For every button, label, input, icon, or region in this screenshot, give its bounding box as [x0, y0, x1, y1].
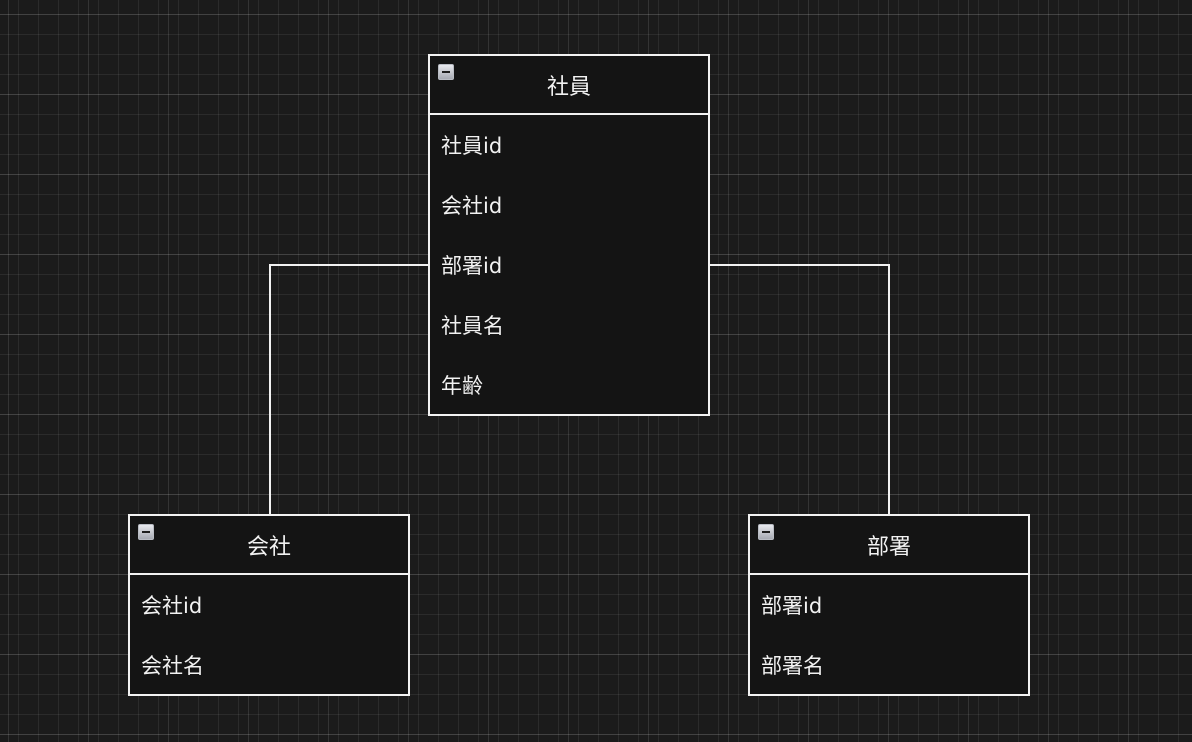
entity-company[interactable]: 会社 会社id 会社名 — [128, 514, 410, 696]
field-row-company-id[interactable]: 会社id — [441, 194, 503, 218]
entity-department[interactable]: 部署 部署id 部署名 — [748, 514, 1030, 696]
field-row-department-id[interactable]: 部署id — [761, 594, 823, 618]
entity-title: 社員 — [546, 74, 591, 100]
entity-employee[interactable]: 社員 社員id 会社id 部署id 社員名 年齢 — [428, 54, 710, 416]
minus-box-icon[interactable] — [438, 64, 454, 80]
field-list: 部署id 部署名 — [750, 575, 1028, 695]
minus-box-icon[interactable] — [758, 524, 774, 540]
field-list: 社員id 会社id 部署id 社員名 年齢 — [430, 115, 708, 415]
field-list: 会社id 会社名 — [130, 575, 408, 695]
field-row-department-name[interactable]: 部署名 — [761, 654, 824, 678]
relation-line-employee-department[interactable] — [710, 264, 890, 514]
entity-header[interactable]: 部署 — [750, 516, 1028, 575]
field-row-department-id[interactable]: 部署id — [441, 254, 503, 278]
field-row-company-name[interactable]: 会社名 — [141, 654, 204, 678]
minus-box-icon[interactable] — [138, 524, 154, 540]
field-row-company-id[interactable]: 会社id — [141, 594, 203, 618]
entity-title: 部署 — [866, 534, 911, 560]
entity-header[interactable]: 会社 — [130, 516, 408, 575]
field-row-employee-id[interactable]: 社員id — [441, 134, 503, 158]
entity-header[interactable]: 社員 — [430, 56, 708, 115]
field-row-employee-name[interactable]: 社員名 — [441, 314, 504, 338]
field-row-age[interactable]: 年齢 — [441, 374, 483, 398]
entity-title: 会社 — [246, 534, 291, 560]
relation-line-employee-company[interactable] — [269, 264, 428, 514]
